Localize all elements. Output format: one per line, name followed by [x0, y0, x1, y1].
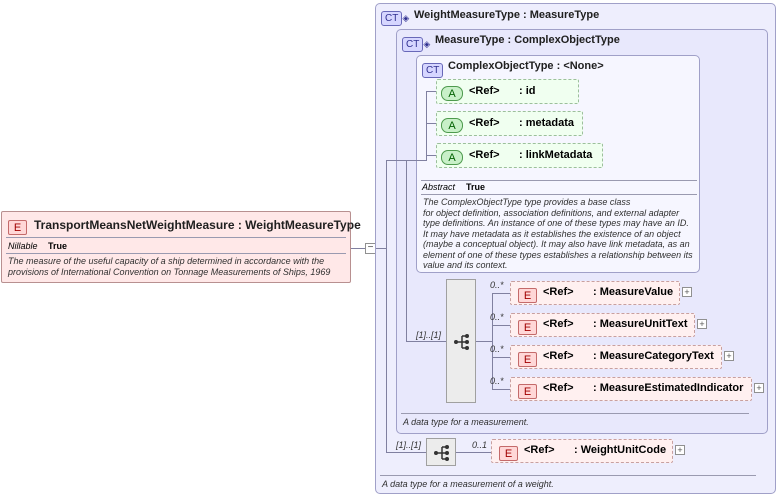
connector-line	[376, 248, 387, 249]
complex-object-doc-line: type definitions. An instance of one of …	[423, 218, 689, 228]
attribute-id[interactable]: A <Ref> : id	[436, 79, 579, 104]
divider	[380, 475, 756, 476]
element-measure-unit-text[interactable]: E <Ref> : MeasureUnitText	[510, 313, 695, 337]
connector-line	[492, 325, 510, 326]
connector-line	[426, 91, 427, 161]
connector-line	[426, 123, 440, 124]
measure-type-doc: A data type for a measurement.	[403, 417, 529, 427]
divider	[401, 413, 749, 414]
weight-type-doc: A data type for a measurement of a weigh…	[382, 479, 554, 489]
connector-line	[426, 91, 440, 92]
element-measure-category-text[interactable]: E <Ref> : MeasureCategoryText	[510, 345, 722, 369]
nillable-label: Nillable	[8, 241, 38, 251]
sequence-compositor[interactable]	[446, 279, 476, 403]
sequence-compositor[interactable]	[426, 438, 456, 466]
attribute-badge: A	[441, 148, 463, 166]
element-ref: <Ref>	[543, 382, 574, 394]
element-box[interactable]: E TransportMeansNetWeightMeasure : Weigh…	[1, 211, 361, 283]
expand-button[interactable]: +	[697, 319, 707, 329]
complex-type-badge: CT◈	[381, 8, 409, 26]
complex-object-doc-line: for object definition, association defin…	[423, 207, 680, 218]
connector-line	[492, 293, 510, 294]
expand-button[interactable]: +	[675, 445, 685, 455]
complex-object-type-title: ComplexObjectType : <None>	[448, 60, 604, 72]
element-badge: E	[8, 218, 27, 236]
element-measure-estimated-indicator[interactable]: E <Ref> : MeasureEstimatedIndicator	[510, 377, 752, 401]
connector-line	[406, 341, 446, 342]
divider	[6, 253, 346, 254]
connector-line	[351, 248, 376, 249]
element-ref: <Ref>	[524, 444, 555, 456]
connector-line	[492, 293, 493, 389]
attribute-badge: A	[441, 116, 463, 134]
element-title: TransportMeansNetWeightMeasure : WeightM…	[34, 218, 361, 232]
measure-type-title: MeasureType : ComplexObjectType	[435, 34, 620, 46]
connector-line	[456, 452, 491, 453]
divider	[6, 237, 346, 238]
element-doc-line-1: The measure of the useful capacity of a …	[8, 256, 325, 266]
sequence-icon	[434, 445, 449, 461]
weight-type-title: WeightMeasureType : MeasureType	[414, 9, 600, 21]
complex-object-doc-line: value and its context.	[423, 260, 508, 270]
element-measure-value[interactable]: E <Ref> : MeasureValue	[510, 281, 680, 305]
complex-type-badge: CT	[422, 60, 444, 78]
attribute-name: : id	[519, 85, 536, 97]
divider	[421, 194, 697, 195]
element-weight-unit-code[interactable]: E <Ref> : WeightUnitCode	[491, 439, 673, 463]
element-ref: <Ref>	[543, 350, 574, 362]
abstract-label: Abstract	[422, 182, 456, 192]
attribute-name: : linkMetadata	[519, 149, 593, 161]
element-badge: E	[518, 350, 537, 368]
occurrence-label: 0..*	[490, 312, 504, 322]
occurrence-label: 0..*	[490, 280, 504, 290]
nillable-value: True	[48, 241, 68, 251]
connector-line	[406, 160, 407, 342]
expand-button[interactable]: +	[682, 287, 692, 297]
occurrence-label: 0..1	[472, 440, 488, 450]
element-badge: E	[499, 444, 518, 462]
occurrence-label: 0..*	[490, 344, 504, 354]
attribute-link-metadata[interactable]: A <Ref> : linkMetadata	[436, 143, 603, 168]
complex-object-doc-line: It may have metadata as it establishes t…	[423, 228, 681, 239]
connector-line	[492, 357, 510, 358]
expand-button[interactable]: +	[754, 383, 764, 393]
expand-button[interactable]: +	[724, 351, 734, 361]
complex-object-doc-line: (maybe a conceptual object). It may also…	[423, 239, 690, 249]
connector-line	[406, 160, 426, 161]
element-name: : MeasureEstimatedIndicator	[593, 382, 744, 394]
complex-type-badge: CT◈	[402, 34, 430, 52]
connector-line	[492, 389, 510, 390]
connector-line	[426, 155, 440, 156]
attribute-ref: <Ref>	[469, 149, 500, 161]
connector-line	[386, 160, 387, 453]
connector-line	[386, 452, 426, 453]
element-ref: <Ref>	[543, 286, 574, 298]
attribute-badge: A	[441, 84, 463, 102]
element-badge: E	[518, 286, 537, 304]
element-name: : MeasureCategoryText	[593, 350, 714, 362]
attribute-ref: <Ref>	[469, 85, 500, 97]
element-badge: E	[518, 318, 537, 336]
connector-line	[386, 160, 406, 161]
element-ref: <Ref>	[543, 318, 574, 330]
divider	[421, 180, 697, 181]
sequence-occurrence: [1]..[1]	[396, 440, 422, 450]
connector-line	[476, 341, 492, 342]
sequence-icon	[454, 334, 469, 350]
attribute-metadata[interactable]: A <Ref> : metadata	[436, 111, 583, 136]
complex-object-doc-line: The ComplexObjectType type provides a ba…	[423, 197, 631, 207]
complex-object-doc-line: element of one of these types establishe…	[423, 249, 693, 260]
element-doc-line-2: provisions of International Convention o…	[8, 267, 331, 277]
element-name: : WeightUnitCode	[574, 444, 667, 456]
sequence-occurrence: [1]..[1]	[416, 330, 442, 340]
occurrence-label: 0..*	[490, 376, 504, 386]
attribute-ref: <Ref>	[469, 117, 500, 129]
element-name: : MeasureUnitText	[593, 318, 688, 330]
element-badge: E	[518, 382, 537, 400]
abstract-value: True	[466, 182, 486, 192]
element-name: : MeasureValue	[593, 286, 674, 298]
attribute-name: : metadata	[519, 117, 575, 129]
